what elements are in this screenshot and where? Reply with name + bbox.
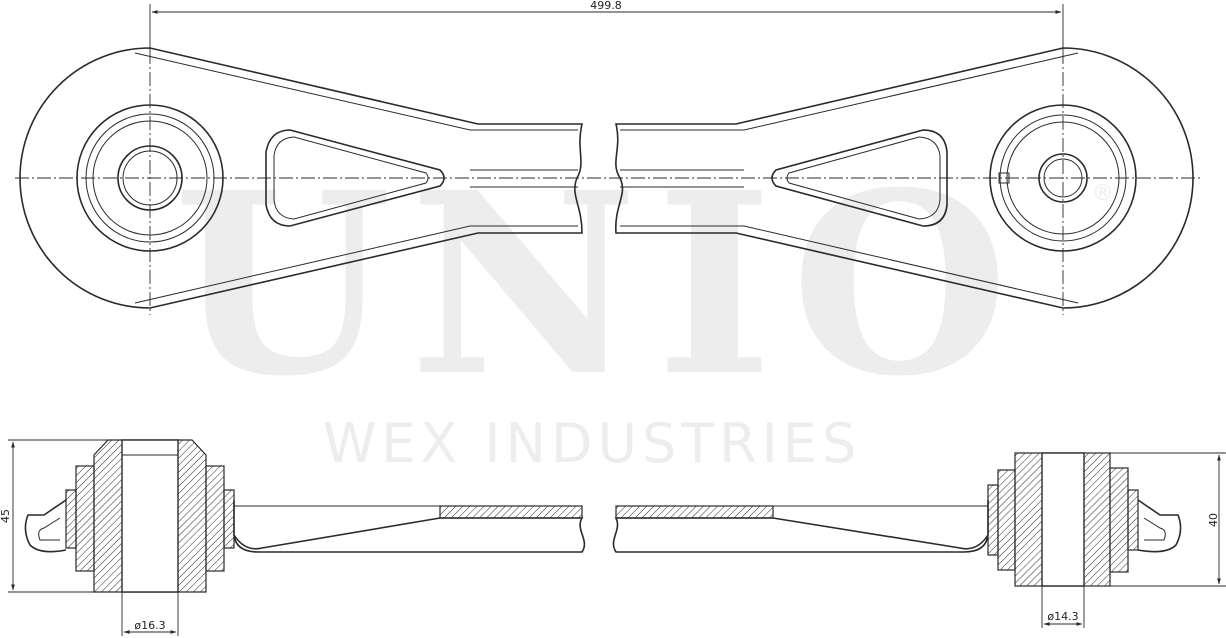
- watermark-company: WEX INDUSTRIES: [323, 412, 861, 475]
- right-height-dimension: 40: [1110, 452, 1226, 587]
- left-arm-section: [233, 500, 586, 553]
- left-height-label: 45: [0, 509, 12, 523]
- watermark-registered: ®: [1092, 181, 1114, 206]
- left-bushing-section: [24, 439, 235, 593]
- watermark-brand: UNIO: [173, 137, 1026, 431]
- watermark: UNIO ® WEX INDUSTRIES: [173, 137, 1114, 475]
- top-view: 499.8: [15, 0, 1200, 315]
- right-bushing-section: [987, 452, 1182, 587]
- left-bore-label: ø16.3: [134, 619, 165, 632]
- side-view: 45 40 ø16.3 ø14.3: [0, 439, 1226, 636]
- left-bushing: [76, 104, 224, 252]
- right-arm-window: [771, 129, 948, 227]
- right-height-label: 40: [1207, 513, 1220, 527]
- left-height-dimension: 45: [0, 439, 108, 593]
- overall-length-dimension: 499.8: [149, 0, 1064, 50]
- right-bore-label: ø14.3: [1047, 610, 1078, 623]
- left-arm-window: [265, 129, 445, 227]
- right-arm-outline: [614, 47, 1194, 309]
- left-arm-outline: [19, 47, 584, 309]
- left-bore-dimension: ø16.3: [121, 592, 179, 636]
- right-bushing: [989, 104, 1137, 252]
- right-bore-dimension: ø14.3: [1041, 586, 1085, 628]
- overall-length-label: 499.8: [590, 0, 622, 12]
- right-arm-section: [612, 500, 989, 553]
